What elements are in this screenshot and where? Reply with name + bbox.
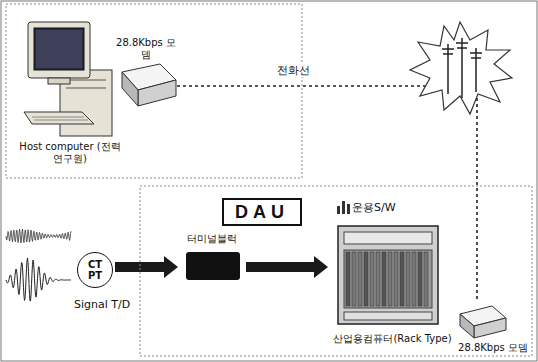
node-label: DAU [235,202,289,223]
modem: 28.8Kbps 모뎀 [115,36,177,114]
rack-computer: 산업용컴퓨터(Rack Type) [330,222,455,346]
node-label: 산업용컴퓨터(Rack Type) [333,333,451,345]
signal-waveform [6,229,71,243]
modem-figure [460,306,506,338]
software-icon [337,201,350,214]
node-label: 28.8Kbps 모뎀 [458,342,528,354]
edge-label: 전화선 [275,64,312,77]
modem-figure [122,64,176,106]
node-label: Host computer (전력연구원) [16,141,124,165]
node-label: 터미널블럭 [187,233,237,245]
modem: 28.8Kbps 모뎀 [452,300,534,355]
software-label: 운용S/W [352,201,396,214]
network-cloud [410,22,512,114]
terminal-block: 터미널블럭 [180,232,244,282]
ct-pt-circle: CT PT [77,252,113,288]
rack-computer-figure [338,226,438,324]
node-label: 28.8Kbps 모뎀 [116,37,176,61]
host-computer-figure [24,22,112,136]
signal-waveform [6,258,71,301]
terminal-block-figure [186,252,240,280]
dau-box: DAU [222,198,302,226]
node-label: CT PT [85,259,105,281]
telephone-poles [442,38,482,98]
host-region [6,4,302,178]
block-arrow [246,256,328,278]
block-arrow [115,256,178,278]
host-computer: Host computer (전력연구원) [15,18,125,166]
dau-region [140,186,532,356]
signal-label: Signal T/D [74,298,130,311]
